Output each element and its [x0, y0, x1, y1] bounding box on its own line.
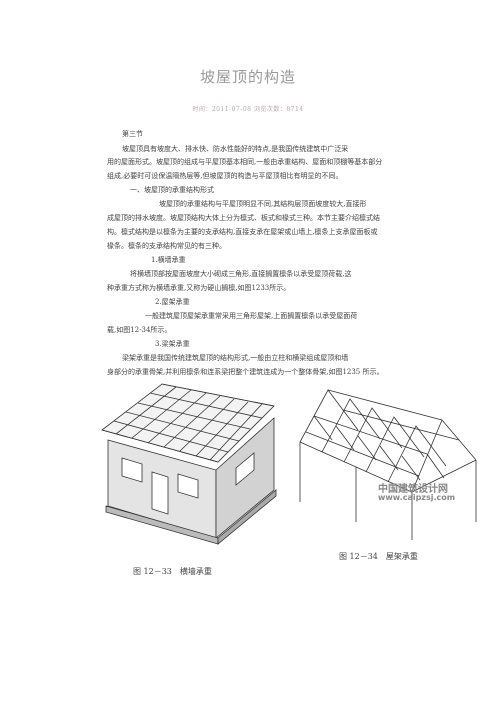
body-line: 梁架承重是我国传统建筑屋顶的结构形式,一般由立柱和横梁组成屋顶和墙 [122, 354, 349, 362]
subsection-heading: 一、坡屋顶的承重结构形式 [130, 186, 214, 194]
body-line: 成屋顶的排水坡度。坡屋顶结构大体上分为檩式、板式和椽式三种。本节主要介绍檩式结 [107, 214, 380, 222]
article-meta: 时间：2011-07-08 浏览次数：8714 [192, 106, 304, 113]
body-line: 坡屋顶具有坡度大、排水快、防水性能好的特点,是我国传统建筑中广泛采 [122, 145, 349, 153]
body-line: 构。檩式结构是以檩条为主要的支承结构,直接支承在屋架或山墙上,檩条上支承屋面板或 [107, 228, 378, 236]
body-line: 用的屋面形式。坡屋顶的组成与平屋顶基本相同,一般由承重结构、屋面和顶棚等基本部分 [107, 158, 383, 166]
body-line: 一般建筑屋顶屋架承重常采用三角形屋架,上面搁置檩条以承受屋面荷 [145, 312, 358, 320]
item-heading: 1.横墙承重 [151, 256, 186, 264]
watermark-site-name: 中国建筑设计网 [378, 484, 448, 495]
body-line: 种承重方式称为横墙承重,又称为硬山搁檩,如图1233所示。 [107, 284, 291, 292]
figure-gable-wall-bearing [101, 383, 277, 545]
body-line: 组成,必要时可设保温隔热层等,但坡屋顶的构造与平屋顶相比有明显的不同。 [107, 172, 343, 180]
figure-caption-right: 图 12－34 屋架承重 [339, 552, 418, 561]
body-line: 将横墙顶部按屋面坡度大小砌成三角形,直接搁置檩条以承受屋顶荷载,这 [130, 270, 352, 278]
item-heading: 3.梁架承重 [155, 340, 190, 348]
body-line: 坡屋顶的承重结构与平屋顶明显不同,其结构层顶面坡度较大,直接形 [159, 200, 367, 208]
section-heading: 第三节 [122, 130, 143, 138]
figure-truss-bearing [299, 389, 477, 540]
body-line: 身部分的承重骨架,并利用檩条和连系梁把整个建筑连成为一个整体骨架,如图1235 … [107, 368, 384, 376]
body-line: 椽条。檩条的支承结构常见的有三种。 [107, 242, 226, 250]
item-heading: 2.屋架承重 [155, 298, 190, 306]
page-title: 坡屋顶的构造 [199, 68, 296, 86]
figure-caption-left: 图 12－33 横墙承重 [133, 567, 212, 576]
body-line: 载,如图12-34所示。 [107, 326, 172, 334]
watermark-site-url: www.caipzsj.com [378, 493, 456, 502]
